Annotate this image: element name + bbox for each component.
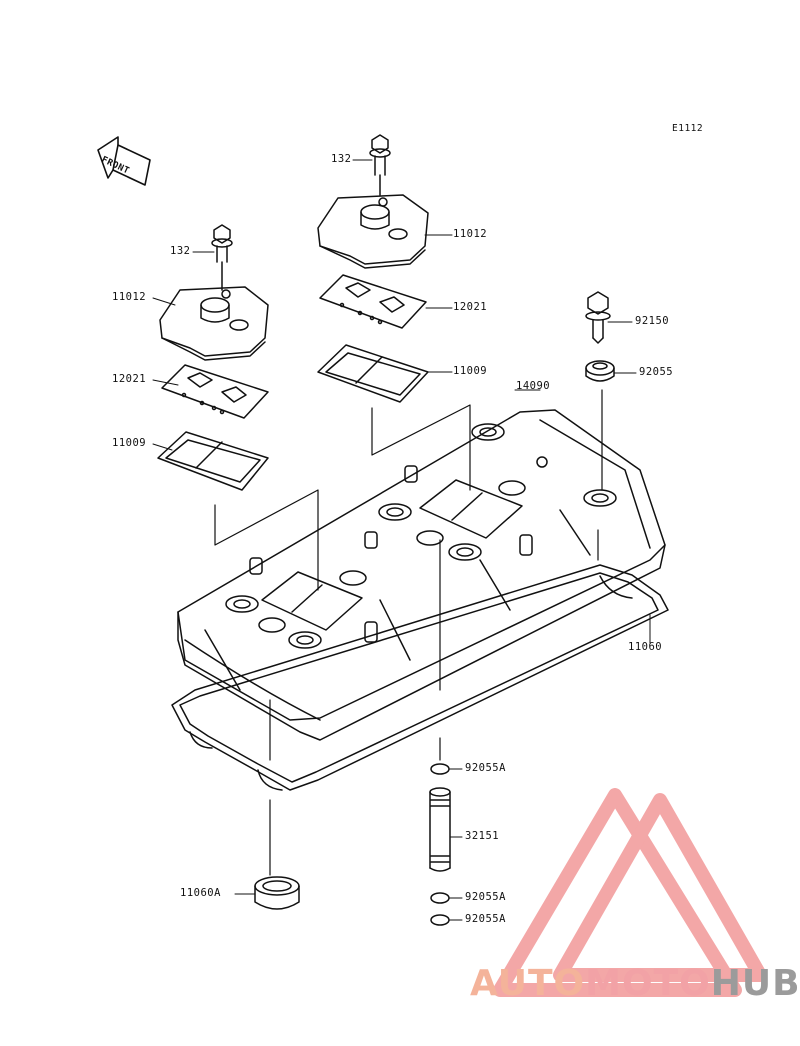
label-oring-92055a-mid: 92055A [465, 891, 506, 903]
label-cover-gasket-11060: 11060 [628, 641, 663, 653]
cover-gasket-11060 [171, 564, 669, 791]
label-gasket-11009-left: 11009 [112, 437, 147, 449]
assembly-lines [214, 389, 603, 876]
label-oring-92055a-top: 92055A [465, 762, 506, 774]
label-gasket-11009-right: 11009 [453, 365, 488, 377]
callout-lines [152, 159, 651, 921]
label-seal-11060a: 11060A [180, 887, 221, 899]
oring-92055a-bottom [430, 914, 450, 926]
label-plate-12021-left: 12021 [112, 373, 147, 385]
washer-92055 [585, 360, 615, 382]
label-plate-12021-right: 12021 [453, 301, 488, 313]
plate-12021-left [161, 364, 269, 419]
label-pipe-32151: 32151 [465, 830, 500, 842]
cover-11012-left [159, 286, 269, 361]
pipe-32151 [429, 787, 451, 872]
label-bolt-132-left: 132 [170, 245, 191, 257]
label-cover-11012-right: 11012 [453, 228, 488, 240]
watermark-text: AUTOMOTOHUB [470, 963, 800, 1004]
gasket-11009-left [157, 431, 269, 491]
bolt-132-right [369, 134, 391, 196]
diagram-code: E1112 [672, 123, 704, 134]
cover-11012-right [317, 194, 429, 269]
label-oring-92055a-bottom: 92055A [465, 913, 506, 925]
label-head-cover-14090: 14090 [516, 380, 551, 392]
label-cover-11012-left: 11012 [112, 291, 147, 303]
label-bolt-132-right: 132 [331, 153, 352, 165]
front-arrow-icon [97, 136, 151, 186]
watermark-auto: AUTO [470, 963, 586, 1004]
watermark-moto: MOTO [585, 963, 711, 1004]
oring-92055a-top [430, 763, 450, 775]
bolt-132-left [211, 224, 233, 291]
head-cover-14090 [177, 409, 666, 741]
label-bolt-92150: 92150 [635, 315, 670, 327]
plate-12021-right [319, 274, 427, 329]
seal-11060a [254, 876, 300, 910]
bolt-92150 [585, 291, 611, 344]
watermark-hub: HUB [710, 963, 800, 1004]
oring-92055a-mid [430, 892, 450, 904]
label-washer-92055: 92055 [639, 366, 674, 378]
gasket-11009-right [317, 344, 429, 403]
watermark-logo [493, 788, 767, 997]
